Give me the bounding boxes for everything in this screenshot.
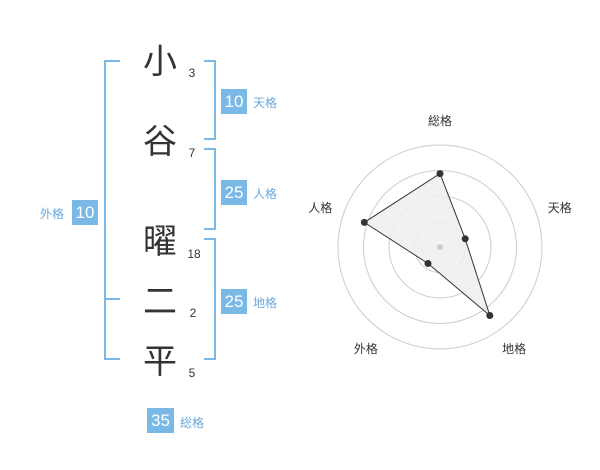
chikaku-value: 25	[221, 289, 247, 314]
radar-ring-4	[337, 144, 543, 350]
chikaku-label: 地格	[253, 296, 278, 310]
name-char-3: 曜	[143, 222, 177, 262]
stroke-count-2: 7	[188, 146, 196, 160]
stroke-count-5: 5	[188, 366, 196, 380]
name-char-5: 平	[143, 342, 177, 382]
soukaku-value: 35	[147, 408, 174, 433]
radar-axis-label-3: 地格	[502, 341, 526, 356]
name-char-2: 谷	[143, 122, 177, 162]
radar-axis-label-4: 外格	[354, 341, 378, 356]
gaikaku-value: 10	[72, 200, 98, 225]
radar-center-dot	[437, 244, 443, 250]
radar-polygon	[363, 172, 491, 318]
radar-point-3	[486, 312, 494, 319]
tenkaku-label: 天格	[253, 96, 278, 110]
radar-axis-label-5: 人格	[308, 200, 332, 215]
stroke-count-1: 3	[188, 66, 196, 80]
radar-point-4	[424, 260, 432, 267]
soukaku-label: 総格	[180, 416, 205, 430]
stroke-count-3: 18	[187, 247, 201, 261]
name-char-1: 小	[143, 42, 177, 82]
radar-point-5	[360, 218, 368, 226]
jinkaku-value: 25	[221, 180, 247, 205]
tenkaku-value: 10	[221, 89, 247, 114]
radar-axis-label-1: 総格	[428, 113, 452, 128]
radar-point-2	[461, 235, 469, 243]
stroke-count-4: 2	[189, 306, 197, 320]
jinkaku-label: 人格	[253, 187, 278, 201]
name-char-4: 二	[143, 282, 177, 322]
radar-axis-label-2: 天格	[548, 200, 572, 215]
gaikaku-label: 外格	[40, 207, 65, 221]
radar-point-1	[436, 170, 444, 178]
